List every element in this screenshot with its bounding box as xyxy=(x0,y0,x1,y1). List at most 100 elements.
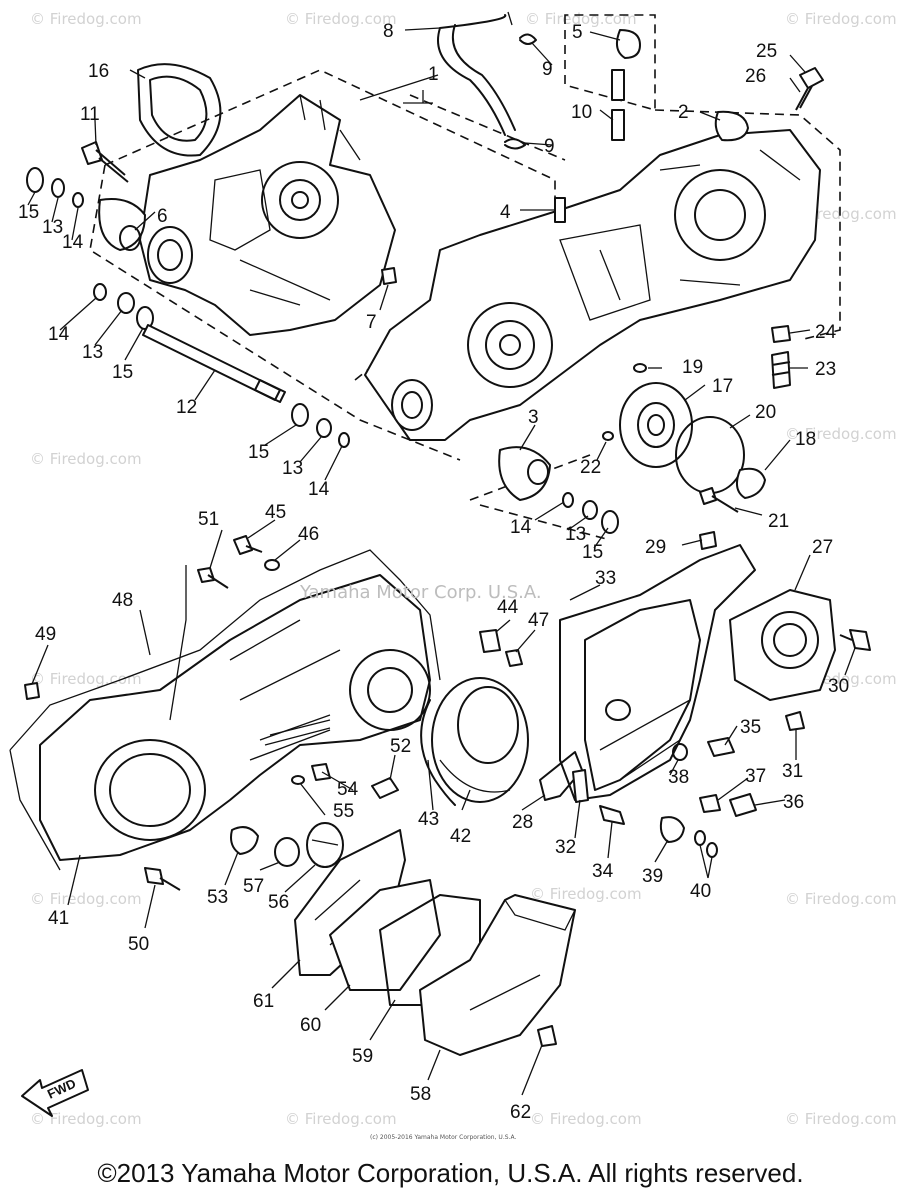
bearing-6 xyxy=(98,198,146,251)
callout-53: 53 xyxy=(207,887,228,908)
callout-15c: 15 xyxy=(248,442,269,463)
callout-40: 40 xyxy=(690,881,711,902)
callout-39: 39 xyxy=(642,866,663,887)
callout-60: 60 xyxy=(300,1015,321,1036)
callout-13c: 13 xyxy=(282,458,303,479)
watermark: © Firedog.com xyxy=(530,1110,642,1128)
callout-5: 5 xyxy=(572,22,583,43)
o-ring-40a xyxy=(694,830,706,846)
callout-42: 42 xyxy=(450,826,471,847)
callout-34: 34 xyxy=(592,861,614,882)
callout-54: 54 xyxy=(337,779,359,800)
crankcase-right-half xyxy=(364,129,821,441)
bearing-3 xyxy=(498,446,551,501)
callout-41: 41 xyxy=(48,908,69,929)
callout-27: 27 xyxy=(812,537,833,558)
callout-45: 45 xyxy=(265,502,286,523)
bolt-35 xyxy=(707,737,735,757)
callout-3: 3 xyxy=(528,407,539,428)
washer-46 xyxy=(264,559,280,571)
tube-10b xyxy=(611,109,625,141)
circlip-14a xyxy=(72,192,84,208)
watermark: © Firedog.com xyxy=(785,10,897,28)
watermark: © Firedog.com xyxy=(30,1110,142,1128)
plate-60 xyxy=(329,879,441,991)
o-ring-57 xyxy=(274,837,300,867)
crankcase-left-half xyxy=(139,94,396,336)
callout-13a: 13 xyxy=(42,217,63,238)
callout-21: 21 xyxy=(768,511,789,532)
bolt-30 xyxy=(839,629,871,651)
callout-13d: 13 xyxy=(565,524,586,545)
washer-13a xyxy=(51,178,65,198)
washer-13c xyxy=(316,418,332,438)
dowel-29 xyxy=(699,531,717,550)
dowel-pin-7 xyxy=(381,267,397,285)
watermark: © Firedog.com xyxy=(785,890,897,908)
bolt-34 xyxy=(599,805,625,825)
callout-22: 22 xyxy=(580,457,601,478)
callout-49: 49 xyxy=(35,624,56,645)
callout-18: 18 xyxy=(795,429,816,450)
callout-31: 31 xyxy=(782,761,803,782)
oil-seal-15c xyxy=(291,403,309,427)
oil-seal-15a xyxy=(26,167,44,193)
clip-9b xyxy=(504,138,526,150)
callout-13b: 13 xyxy=(82,342,103,363)
callout-10: 10 xyxy=(571,102,592,123)
watermark: © Firedog.com xyxy=(285,10,397,28)
callout-38: 38 xyxy=(668,767,689,788)
callout-15d: 15 xyxy=(582,542,603,563)
cover-27 xyxy=(729,589,836,701)
shaft-12 xyxy=(142,324,281,401)
watermark: © Firedog.com xyxy=(530,885,642,903)
drain-bolt-25 xyxy=(795,67,824,111)
copyright-notice: ©2013 Yamaha Motor Corporation, U.S.A. A… xyxy=(97,1158,804,1188)
washer-55 xyxy=(291,775,305,785)
cap-5 xyxy=(615,29,641,59)
right-cover xyxy=(584,599,701,791)
plug-56 xyxy=(306,822,344,868)
callout-20: 20 xyxy=(755,402,776,423)
callout-7: 7 xyxy=(366,312,377,333)
callout-37: 37 xyxy=(745,766,766,787)
circlip-14b xyxy=(93,283,107,301)
tube-10a xyxy=(611,69,625,101)
watermark: © Firedog.com xyxy=(30,890,142,908)
bolt-51 xyxy=(197,567,229,589)
cap-42 xyxy=(431,677,529,803)
bearing-18 xyxy=(735,467,766,499)
callout-47: 47 xyxy=(528,610,549,631)
callout-62: 62 xyxy=(510,1102,531,1123)
callout-52: 52 xyxy=(390,736,411,757)
callout-55: 55 xyxy=(333,801,354,822)
bearing-2 xyxy=(714,110,749,142)
clip-9a xyxy=(519,33,537,45)
callout-8: 8 xyxy=(383,21,394,42)
callout-23: 23 xyxy=(815,359,836,380)
plug-53 xyxy=(230,826,259,855)
callout-28: 28 xyxy=(512,812,533,833)
washer-13d xyxy=(582,500,598,520)
callout-48: 48 xyxy=(112,590,133,611)
callout-30: 30 xyxy=(828,676,849,697)
callout-46: 46 xyxy=(298,524,319,545)
leader-lines xyxy=(27,27,856,1096)
callout-36: 36 xyxy=(783,792,804,813)
callout-14c: 14 xyxy=(308,479,330,500)
gasket-33 xyxy=(559,544,756,801)
washer-13b xyxy=(117,292,135,314)
fine-print: (c) 2005-2016 Yamaha Motor Corporation, … xyxy=(370,1134,517,1141)
inline-watermark: Yamaha Motor Corp. U.S.A. xyxy=(300,582,542,603)
watermark: © Firedog.com xyxy=(285,1110,397,1128)
o-ring-43 xyxy=(420,699,456,806)
callout-24: 24 xyxy=(815,322,837,343)
bolt-32 xyxy=(572,769,589,803)
o-ring-20 xyxy=(675,416,745,494)
breather-hose xyxy=(437,14,516,136)
watermark: © Firedog.com xyxy=(785,1110,897,1128)
pin-19 xyxy=(633,363,647,373)
callout-12: 12 xyxy=(176,397,197,418)
oil-seal-15d xyxy=(601,510,619,534)
callout-9b: 9 xyxy=(544,136,555,157)
